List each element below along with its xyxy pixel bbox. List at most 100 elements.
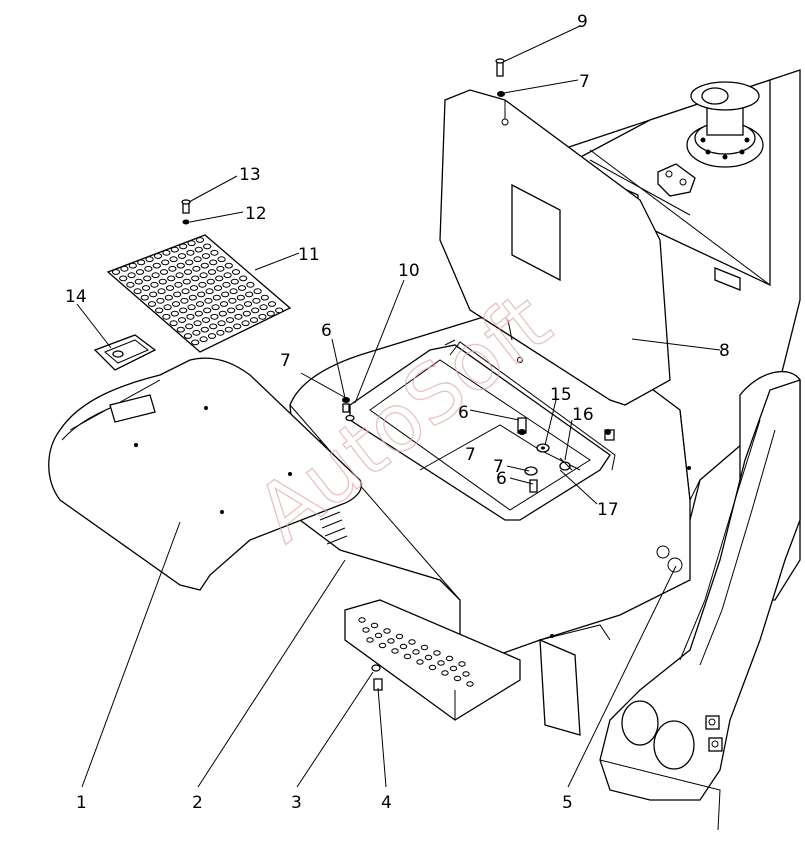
perforation-hole bbox=[149, 291, 158, 298]
perforation-hole bbox=[182, 278, 191, 285]
perforation-hole bbox=[403, 653, 412, 660]
perforation-hole bbox=[179, 307, 188, 314]
perforation-hole bbox=[173, 291, 182, 298]
perforation-hole bbox=[137, 259, 146, 266]
callout-4: 4 bbox=[381, 793, 392, 813]
perforation-hole bbox=[259, 304, 268, 311]
perforation-hole bbox=[213, 285, 223, 291]
perforation-hole bbox=[242, 310, 251, 317]
perforation-hole bbox=[192, 329, 201, 336]
perforation-hole bbox=[374, 632, 383, 639]
perforation-hole bbox=[200, 326, 209, 333]
perforation-hole bbox=[120, 265, 129, 272]
perforation-hole bbox=[150, 281, 159, 288]
perforation-hole bbox=[222, 281, 231, 288]
perforation-hole bbox=[246, 281, 255, 288]
perforation-hole bbox=[243, 301, 253, 307]
perforation-hole bbox=[218, 310, 227, 317]
perforation-hole bbox=[203, 307, 212, 314]
perforation-hole bbox=[251, 307, 260, 314]
plate-14 bbox=[93, 334, 157, 371]
perforation-hole bbox=[428, 664, 437, 671]
perforation-hole bbox=[186, 249, 195, 256]
perforation-hole bbox=[183, 333, 193, 339]
perforation-hole bbox=[168, 265, 177, 272]
perforation-hole bbox=[362, 627, 370, 633]
perforation-hole bbox=[201, 317, 211, 323]
perforation-hole bbox=[193, 320, 202, 327]
perforation-hole bbox=[441, 670, 449, 676]
perforation-hole bbox=[258, 313, 267, 320]
callout-7-box: 7 bbox=[465, 445, 476, 465]
perforation-hole bbox=[233, 323, 242, 330]
perforation-hole bbox=[183, 269, 193, 275]
perforation-hole bbox=[161, 259, 170, 266]
perforation-hole bbox=[176, 262, 185, 269]
perforation-hole bbox=[225, 317, 235, 323]
perforation-hole bbox=[399, 643, 408, 650]
perforation-hole bbox=[174, 281, 183, 288]
perforation-hole bbox=[245, 291, 254, 298]
perforation-hole bbox=[163, 304, 172, 311]
perforation-hole bbox=[197, 291, 206, 298]
perforation-hole bbox=[133, 288, 142, 295]
perforation-hole bbox=[424, 654, 433, 661]
perforation-hole bbox=[416, 659, 424, 665]
perforation-hole bbox=[199, 272, 208, 279]
perforation-hole bbox=[249, 317, 259, 323]
perforation-hole bbox=[234, 313, 243, 320]
callout-2: 2 bbox=[192, 793, 203, 813]
perforation-hole bbox=[433, 650, 441, 656]
perforation-hole bbox=[217, 320, 226, 327]
perforation-hole bbox=[170, 310, 179, 317]
perforation-hole bbox=[228, 297, 237, 304]
perforation-hole bbox=[412, 649, 420, 655]
perforation-hole bbox=[266, 310, 275, 317]
perforation-hole bbox=[151, 272, 160, 279]
perforation-hole bbox=[227, 307, 236, 314]
perforation-hole bbox=[391, 648, 399, 654]
perforation-hole bbox=[210, 249, 219, 256]
perforation-hole bbox=[395, 633, 404, 640]
perforation-hole bbox=[212, 294, 221, 301]
perforation-hole bbox=[164, 294, 173, 301]
perforation-hole bbox=[153, 253, 163, 259]
perforation-hole bbox=[219, 301, 229, 307]
perforation-hole bbox=[221, 291, 230, 298]
perforation-hole bbox=[387, 638, 395, 644]
perforation-hole bbox=[462, 671, 470, 677]
perforation-hole bbox=[158, 278, 167, 285]
callout-6-upper: 6 bbox=[321, 321, 332, 341]
perforation-hole bbox=[275, 307, 284, 314]
perforation-hole bbox=[126, 281, 135, 288]
callout-16: 16 bbox=[572, 405, 594, 425]
perforation-hole bbox=[162, 313, 171, 320]
perforation-hole bbox=[437, 660, 445, 666]
perforated-plate-11 bbox=[106, 234, 292, 353]
callout-8: 8 bbox=[719, 341, 730, 361]
perforation-hole bbox=[453, 675, 462, 682]
perforation-hole bbox=[210, 313, 219, 320]
perforation-hole bbox=[180, 297, 189, 304]
callout-13: 13 bbox=[239, 165, 261, 185]
perforation-hole bbox=[237, 285, 247, 291]
perforation-hole bbox=[157, 288, 166, 295]
perforation-hole bbox=[140, 294, 149, 301]
perforation-hole bbox=[128, 262, 137, 269]
perforation-hole bbox=[229, 288, 238, 295]
perforation-hole bbox=[205, 288, 214, 295]
callout-3: 3 bbox=[291, 793, 302, 813]
perforation-hole bbox=[145, 256, 154, 263]
perforation-hole bbox=[241, 320, 250, 327]
perforation-hole bbox=[224, 326, 233, 333]
perforation-hole bbox=[176, 326, 185, 333]
perforation-hole bbox=[175, 272, 184, 279]
callout-labels: 1 2 3 4 5 6 6 6 7 7 7 7 8 9 10 11 12 13 … bbox=[65, 12, 730, 813]
callout-6-middle: 6 bbox=[458, 403, 469, 423]
perforation-hole bbox=[445, 655, 454, 662]
perforation-hole bbox=[135, 269, 145, 275]
perforation-hole bbox=[156, 297, 165, 304]
perforation-hole bbox=[195, 301, 205, 307]
perforation-hole bbox=[169, 320, 178, 327]
perforation-hole bbox=[260, 294, 269, 301]
